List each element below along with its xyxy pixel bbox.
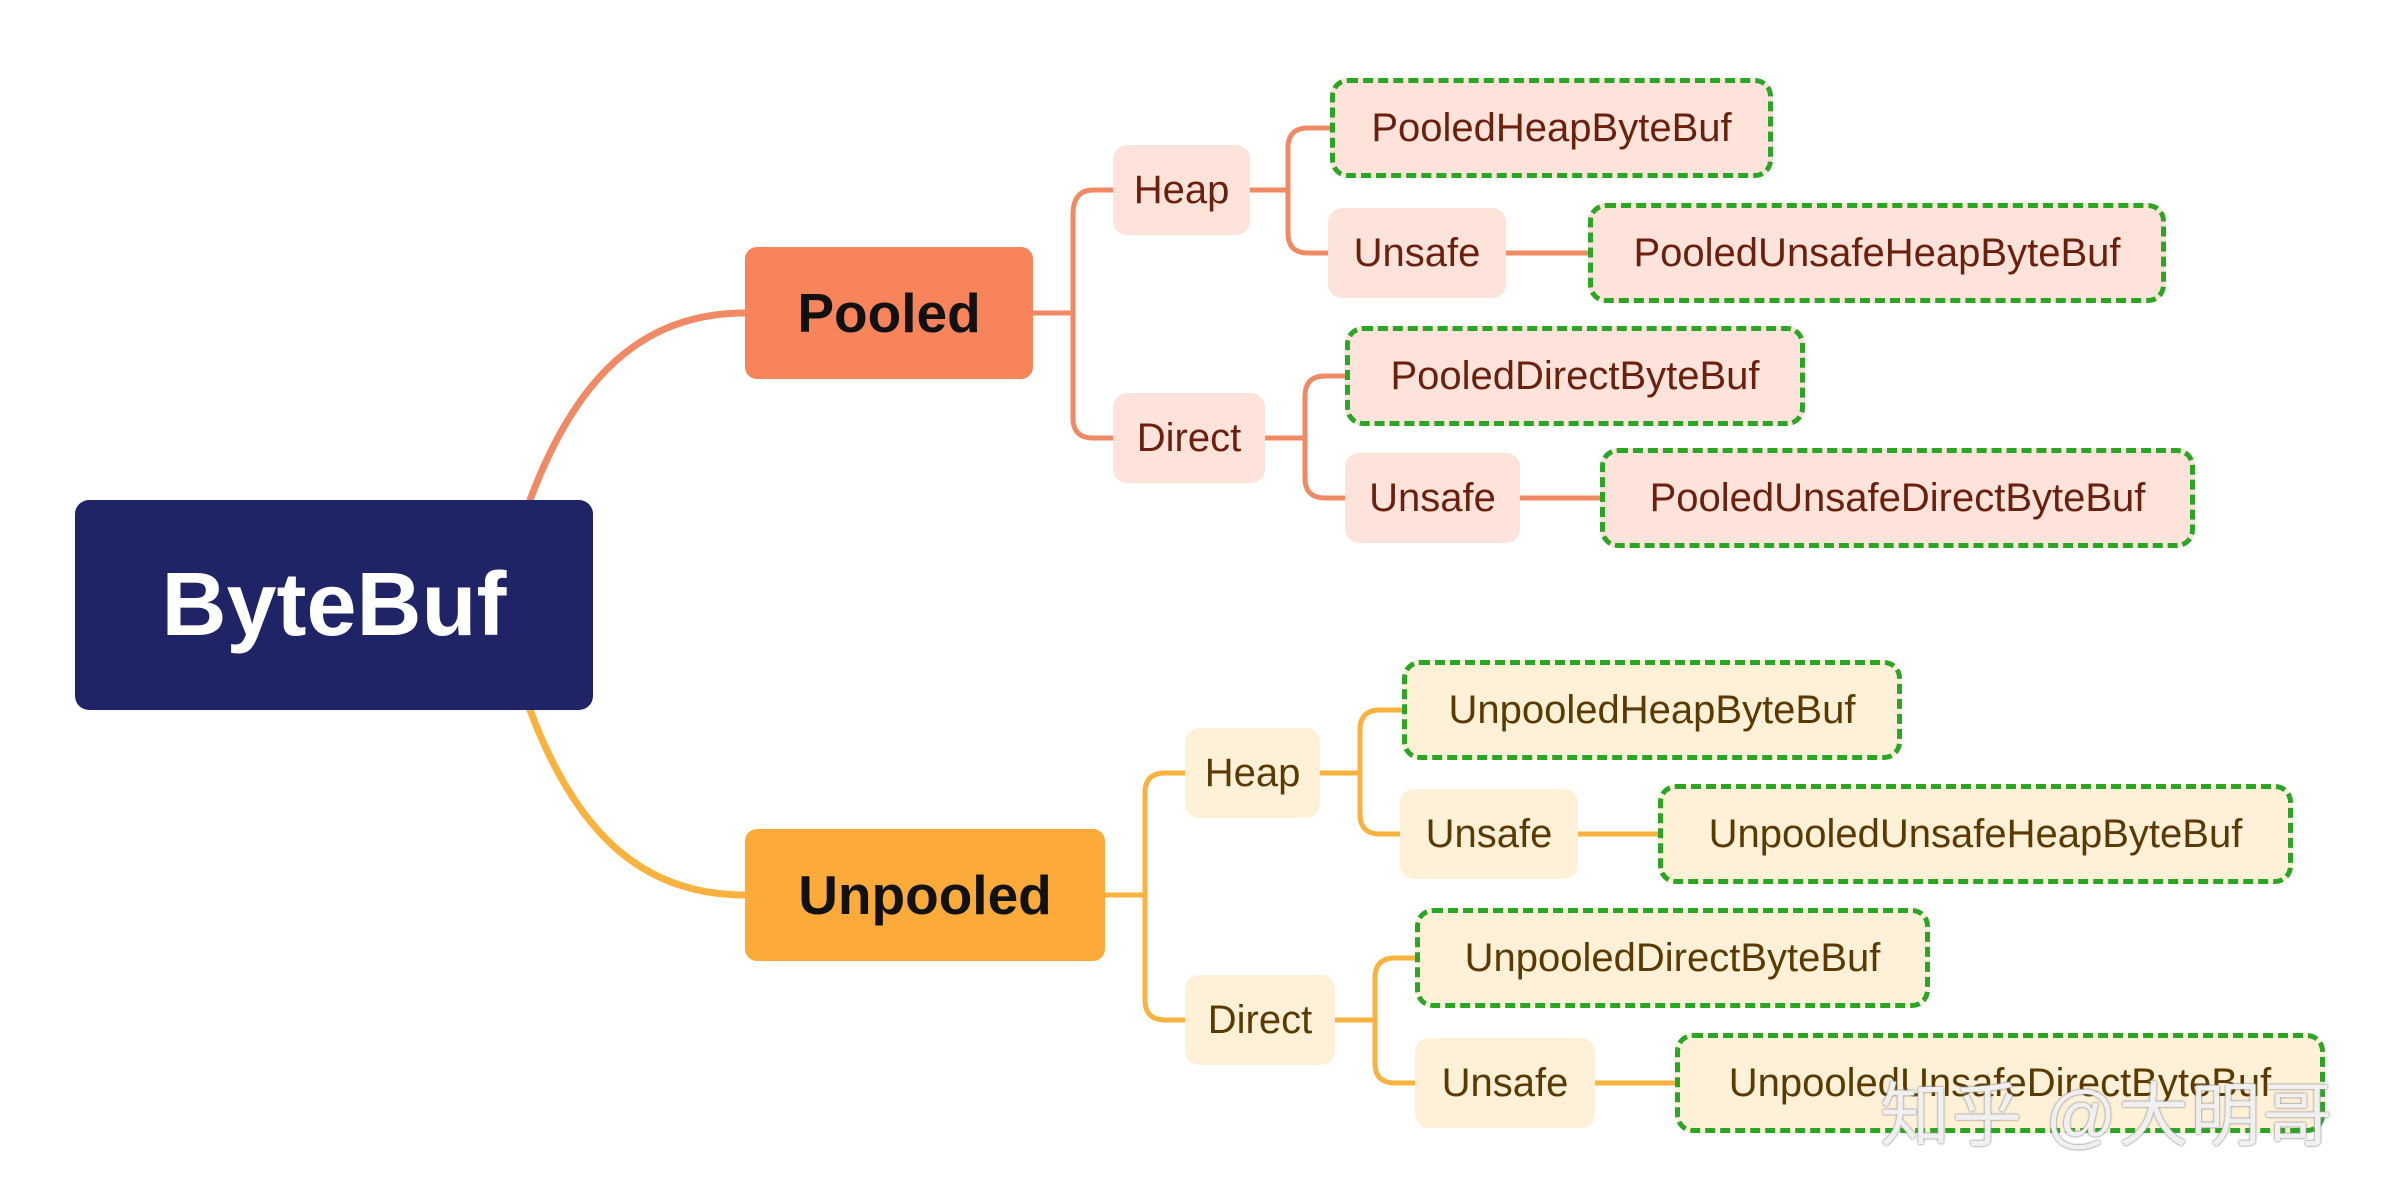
node-unpooled-direct[interactable]: Direct	[1185, 975, 1335, 1065]
connector-unpooled-direct-children	[1332, 955, 1418, 1086]
connector-root-unpooled	[526, 706, 749, 899]
leaf-label: UnpooledUnsafeDirectByteBuf	[1728, 1060, 2272, 1105]
leaf-label: UnpooledDirectByteBuf	[1464, 935, 1881, 980]
leaf-pooled-unsafe-direct-bytebuf[interactable]: PooledUnsafeDirectByteBuf	[1600, 448, 2195, 548]
node-pooled-heap-unsafe[interactable]: Unsafe	[1328, 208, 1506, 298]
connector-pooled-heap-children	[1247, 125, 1333, 256]
connector-root-pooled	[526, 309, 749, 504]
node-unpooled-heap[interactable]: Heap	[1185, 728, 1320, 818]
node-pooled-direct-unsafe[interactable]: Unsafe	[1345, 453, 1520, 543]
root-label: ByteBuf	[161, 554, 507, 655]
leaf-unpooled-unsafe-direct-bytebuf[interactable]: UnpooledUnsafeDirectByteBuf	[1675, 1033, 2325, 1133]
pooled-direct-label: Direct	[1136, 415, 1242, 460]
pooled-direct-unsafe-label: Unsafe	[1369, 475, 1496, 520]
connector-pooled-heap-direct	[1030, 187, 1116, 441]
leaf-label: UnpooledUnsafeHeapByteBuf	[1708, 811, 2243, 856]
leaf-pooled-direct-bytebuf[interactable]: PooledDirectByteBuf	[1345, 326, 1805, 426]
leaf-pooled-unsafe-heap-bytebuf[interactable]: PooledUnsafeHeapByteBuf	[1588, 203, 2166, 303]
leaf-label: PooledDirectByteBuf	[1390, 353, 1760, 398]
unpooled-label: Unpooled	[798, 864, 1052, 926]
connector-unpooled-heap-children	[1317, 707, 1405, 837]
root-node-bytebuf[interactable]: ByteBuf	[75, 500, 593, 710]
pooled-label: Pooled	[797, 282, 981, 344]
unpooled-heap-label: Heap	[1204, 750, 1301, 795]
leaf-label: PooledUnsafeHeapByteBuf	[1633, 230, 2121, 275]
watermark: 知乎 @大明哥	[1880, 1077, 2335, 1155]
leaf-unpooled-heap-bytebuf[interactable]: UnpooledHeapByteBuf	[1402, 660, 1902, 760]
unpooled-direct-unsafe-label: Unsafe	[1441, 1060, 1569, 1105]
leaf-label: UnpooledHeapByteBuf	[1448, 687, 1856, 732]
node-pooled-direct[interactable]: Direct	[1113, 393, 1265, 483]
connector-pooled-direct-children	[1262, 373, 1348, 501]
node-pooled-heap[interactable]: Heap	[1113, 145, 1250, 235]
node-unpooled-direct-unsafe[interactable]: Unsafe	[1415, 1038, 1595, 1128]
leaf-pooled-heap-bytebuf[interactable]: PooledHeapByteBuf	[1330, 78, 1773, 178]
node-unpooled[interactable]: Unpooled	[745, 829, 1105, 961]
node-unpooled-heap-unsafe[interactable]: Unsafe	[1400, 789, 1578, 879]
pooled-heap-unsafe-label: Unsafe	[1353, 230, 1481, 275]
leaf-label: PooledHeapByteBuf	[1371, 105, 1732, 150]
connector-unpooled-heap-direct	[1102, 770, 1188, 1023]
leaf-label: PooledUnsafeDirectByteBuf	[1649, 475, 2146, 520]
unpooled-direct-label: Direct	[1207, 997, 1313, 1042]
unpooled-heap-unsafe-label: Unsafe	[1425, 811, 1553, 856]
leaf-unpooled-direct-bytebuf[interactable]: UnpooledDirectByteBuf	[1415, 908, 1930, 1008]
leaf-unpooled-unsafe-heap-bytebuf[interactable]: UnpooledUnsafeHeapByteBuf	[1658, 784, 2293, 884]
pooled-heap-label: Heap	[1133, 167, 1230, 212]
node-pooled[interactable]: Pooled	[745, 247, 1033, 379]
